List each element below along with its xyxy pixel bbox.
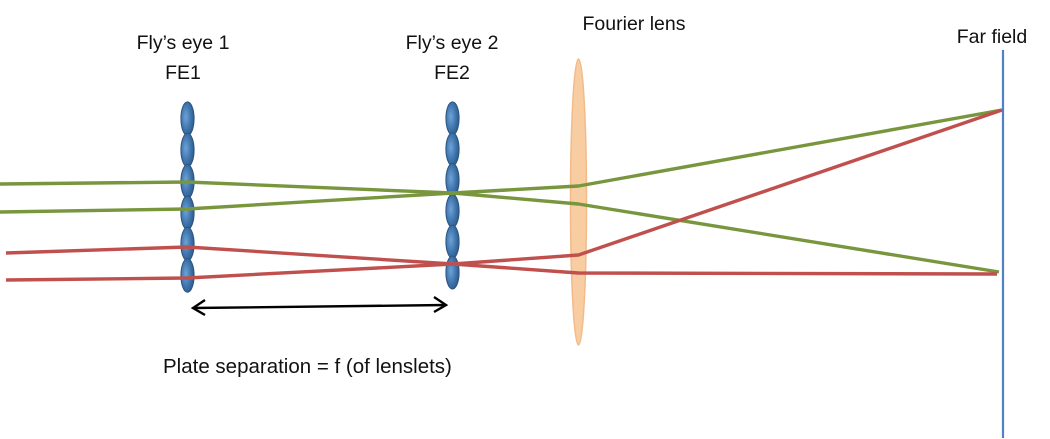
- plate-separation-caption: Plate separation = f (of lenslets): [163, 355, 452, 378]
- fe2-lenslet-array: [445, 101, 460, 290]
- fe1-lenslet: [180, 258, 195, 293]
- fe2-lenslet: [445, 255, 460, 290]
- fe2-label: Fly’s eye 2 FE2: [406, 28, 499, 88]
- fe2-lenslet: [445, 132, 460, 167]
- fe1-label-line1: Fly’s eye 1: [136, 32, 230, 54]
- fe2-lenslet: [445, 101, 460, 136]
- arrow-shaft: [192, 303, 447, 310]
- fe1-lenslet: [180, 195, 195, 230]
- plate-separation-arrow: [190, 296, 449, 317]
- fe1-lenslet: [180, 132, 195, 168]
- fe1-label-line2: FE1: [165, 62, 201, 84]
- fourier-lens-label: Fourier lens: [582, 13, 686, 35]
- fe1-lenslet-array: [180, 101, 195, 293]
- arrowhead-left-icon: [190, 299, 206, 317]
- fe2-label-line1: Fly’s eye 2: [405, 32, 499, 54]
- red-ray-upper: [5, 108, 1003, 266]
- green-ray-lower: [0, 191, 1000, 274]
- arrowhead-right-icon: [433, 296, 449, 314]
- fe1-lenslet: [180, 226, 195, 262]
- green-ray-upper: [0, 108, 1003, 195]
- fe1-lenslet: [180, 101, 195, 136]
- fe2-lenslet: [445, 193, 460, 228]
- fe1-label: Fly’s eye 1 FE1: [137, 28, 230, 88]
- red-ray-lower: [5, 262, 998, 282]
- fe2-label-line2: FE2: [434, 62, 470, 84]
- far-field-label: Far field: [956, 26, 1028, 48]
- fe2-lenslet: [445, 224, 460, 259]
